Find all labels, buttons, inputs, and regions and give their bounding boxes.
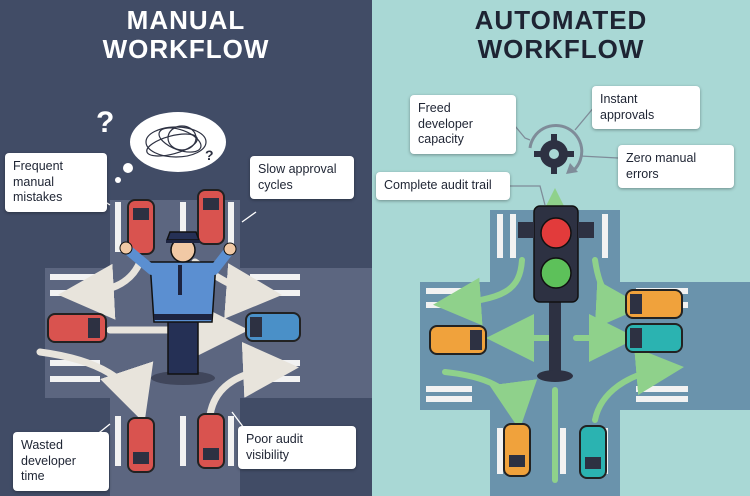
- car-blue-right: [245, 312, 301, 342]
- manual-title-line1: MANUAL: [126, 5, 246, 35]
- callout-freed-capacity: Freed developer capacity: [410, 95, 516, 154]
- car-orange-bottom: [503, 423, 531, 477]
- manual-intersection: ? ?: [36, 106, 372, 496]
- car-teal-right: [625, 323, 683, 353]
- callout-frequent-mistakes: Frequent manual mistakes: [5, 153, 107, 212]
- car-red-top-left: [127, 199, 155, 255]
- callout-slow-approval: Slow approval cycles: [250, 156, 354, 200]
- manual-title-line2: WORKFLOW: [102, 33, 270, 64]
- question-mark-small-icon: ?: [205, 147, 214, 163]
- car-red-bottom-right: [197, 413, 225, 469]
- callout-audit-trail: Complete audit trail: [376, 172, 510, 200]
- automated-title-line2: WORKFLOW: [477, 33, 645, 64]
- callout-zero-errors: Zero manual errors: [618, 145, 734, 189]
- car-red-left: [47, 313, 107, 343]
- car-orange-right-top: [625, 289, 683, 319]
- manual-title: MANUAL WORKFLOW: [0, 6, 372, 63]
- traffic-light-icon: [518, 205, 594, 382]
- automated-title-line1: AUTOMATED: [474, 5, 648, 35]
- car-red-bottom-left: [127, 417, 155, 473]
- automated-intersection: [420, 105, 750, 496]
- car-orange-left: [429, 325, 487, 355]
- callout-wasted-time: Wasted developer time: [13, 432, 109, 491]
- automated-title: AUTOMATED WORKFLOW: [372, 6, 750, 63]
- tangled-thought-icon: [115, 112, 226, 183]
- gear-icon: [528, 123, 584, 174]
- car-red-top-right: [197, 189, 225, 245]
- question-mark-icon: ?: [96, 106, 114, 139]
- callout-instant-approvals: Instant approvals: [592, 86, 700, 130]
- police-officer-icon: [119, 231, 237, 385]
- car-teal-bottom: [579, 425, 607, 479]
- callout-poor-audit: Poor audit visibility: [238, 426, 356, 470]
